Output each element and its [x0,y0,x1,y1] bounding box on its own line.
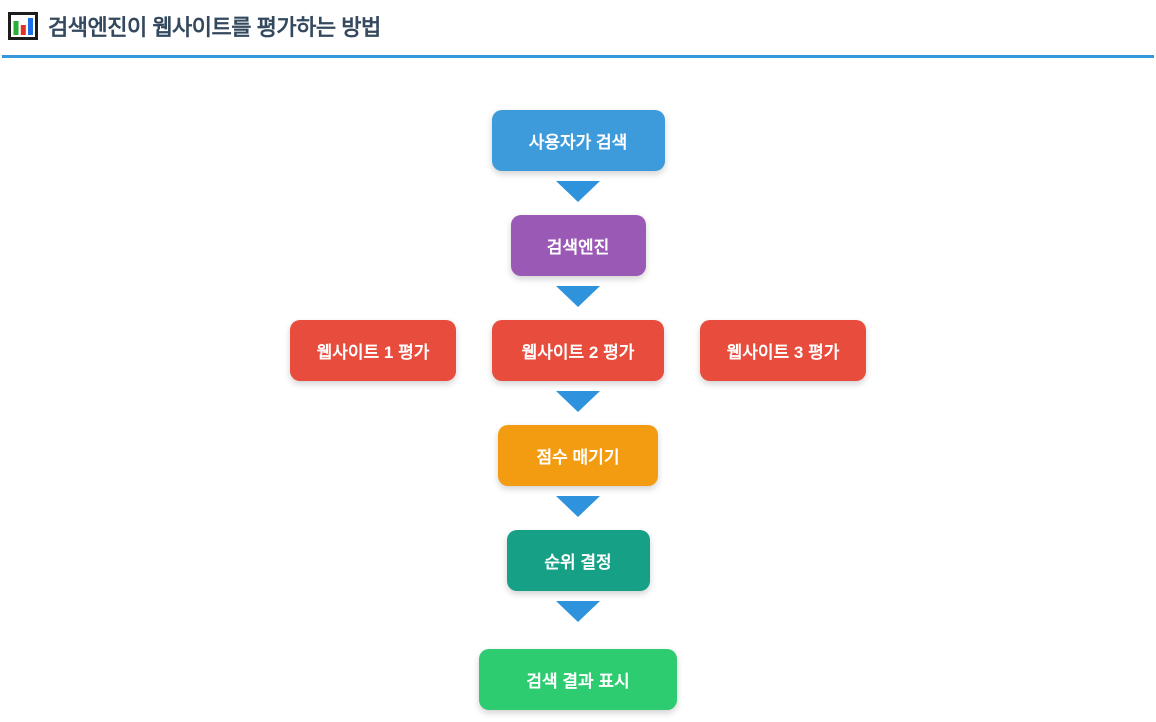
arrow-down-icon [556,391,600,412]
title-divider [2,55,1154,58]
flow-node-ranking: 순위 결정 [506,530,650,591]
flowchart: 사용자가 검색 검색엔진 웹사이트 1 평가 웹사이트 2 평가 웹사이트 3 … [0,110,1156,710]
page-title: 검색엔진이 웹사이트를 평가하는 방법 [48,15,381,40]
arrow-down-icon [556,496,600,517]
flow-node-website-3-eval: 웹사이트 3 평가 [700,320,866,381]
page-header: 검색엔진이 웹사이트를 평가하는 방법 [0,0,1156,42]
arrow-down-icon [556,181,600,202]
arrow-down-icon [556,286,600,307]
flow-node-scoring: 점수 매기기 [498,425,658,486]
flow-node-results: 검색 결과 표시 [479,649,677,710]
arrow-down-icon [556,601,600,622]
flow-node-website-1-eval: 웹사이트 1 평가 [290,320,456,381]
flow-node-search-engine: 검색엔진 [510,215,646,276]
flow-node-user-search: 사용자가 검색 [491,110,665,171]
bar-chart-icon [8,12,38,40]
flow-node-website-2-eval: 웹사이트 2 평가 [492,320,664,381]
website-eval-row: 웹사이트 1 평가 웹사이트 2 평가 웹사이트 3 평가 [290,320,866,381]
